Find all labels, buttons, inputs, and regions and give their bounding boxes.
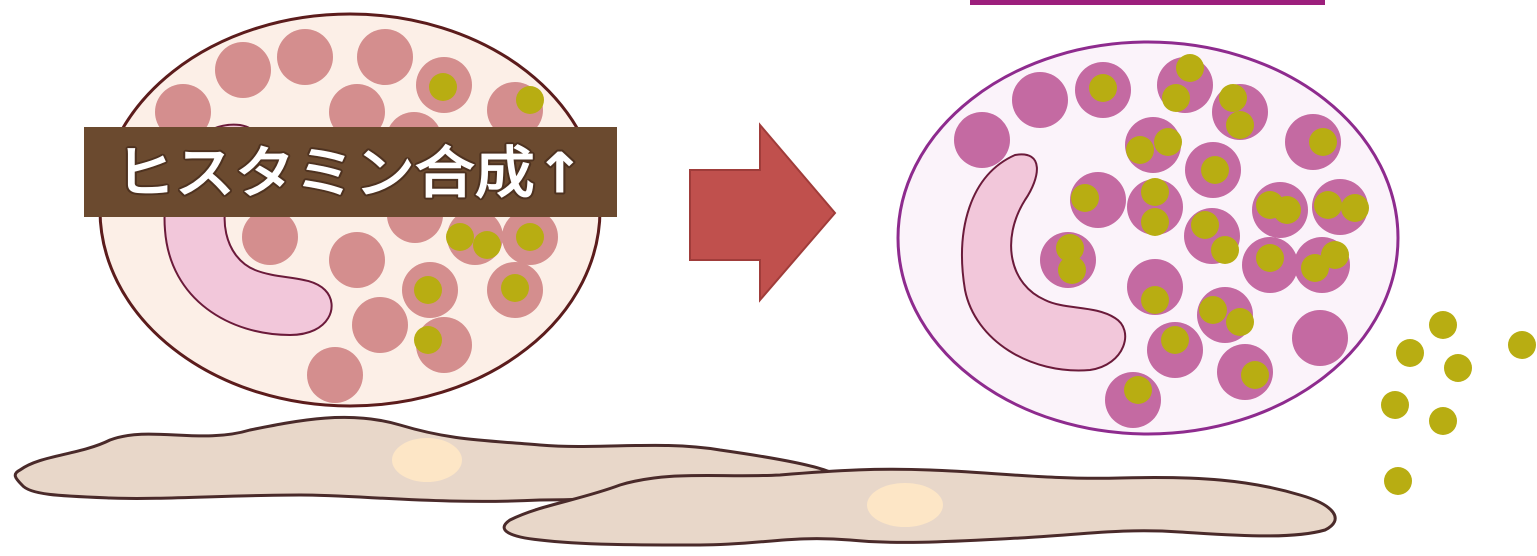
- released-histamine-dot: [1396, 339, 1424, 367]
- histamine-dot: [1226, 308, 1254, 336]
- right-arrow-icon: [690, 125, 835, 300]
- left-granule: [352, 297, 408, 353]
- histamine-dot: [1309, 128, 1337, 156]
- top-box-edge: [970, 0, 1325, 5]
- histamine-dot: [1154, 128, 1182, 156]
- histamine-synthesis-label: ヒスタミン合成↑: [84, 127, 617, 217]
- right-granule: [954, 112, 1010, 168]
- released-histamine-dot: [1384, 467, 1412, 495]
- right-granule: [1292, 310, 1348, 366]
- histamine-dot: [1211, 236, 1239, 264]
- histamine-dot: [1191, 211, 1219, 239]
- histamine-dot: [501, 274, 529, 302]
- histamine-dot: [1314, 191, 1342, 219]
- histamine-dot: [1176, 54, 1204, 82]
- histamine-dot: [1256, 244, 1284, 272]
- histamine-dot: [1273, 196, 1301, 224]
- histamine-dot: [1126, 136, 1154, 164]
- left-granule: [357, 29, 413, 85]
- histamine-dot: [1201, 156, 1229, 184]
- left-granule: [307, 347, 363, 403]
- released-histamine-dot: [1429, 311, 1457, 339]
- label-text: ヒスタミン合成↑: [115, 142, 585, 207]
- fibroblast-right-nucleus: [867, 483, 943, 527]
- histamine-dot: [1089, 74, 1117, 102]
- histamine-dot: [1199, 296, 1227, 324]
- histamine-dot: [1226, 111, 1254, 139]
- histamine-dot: [1071, 184, 1099, 212]
- fibroblast-left-nucleus: [392, 438, 462, 482]
- histamine-dot: [1141, 178, 1169, 206]
- released-histamine-dot: [1444, 354, 1472, 382]
- left-granule: [215, 42, 271, 98]
- histamine-dot: [473, 231, 501, 259]
- histamine-dot: [1162, 84, 1190, 112]
- histamine-dot: [1141, 286, 1169, 314]
- histamine-dot: [1124, 376, 1152, 404]
- histamine-dot: [1321, 241, 1349, 269]
- released-histamine-dot: [1429, 407, 1457, 435]
- released-histamine-dot: [1508, 331, 1536, 359]
- released-histamine: [1381, 311, 1536, 495]
- histamine-dot: [1241, 361, 1269, 389]
- histamine-dot: [516, 223, 544, 251]
- histamine-dot: [1141, 208, 1169, 236]
- histamine-dot: [1161, 326, 1189, 354]
- left-granule: [242, 209, 298, 265]
- mast-cell-after: [898, 42, 1398, 434]
- histamine-dot: [516, 86, 544, 114]
- histamine-dot: [1341, 194, 1369, 222]
- histamine-dot: [414, 326, 442, 354]
- histamine-dot: [1058, 256, 1086, 284]
- released-histamine-dot: [1381, 391, 1409, 419]
- histamine-dot: [414, 276, 442, 304]
- histamine-dot: [446, 223, 474, 251]
- left-granule: [277, 29, 333, 85]
- right-granule: [1012, 72, 1068, 128]
- histamine-dot: [429, 73, 457, 101]
- left-granule: [329, 232, 385, 288]
- histamine-dot: [1219, 84, 1247, 112]
